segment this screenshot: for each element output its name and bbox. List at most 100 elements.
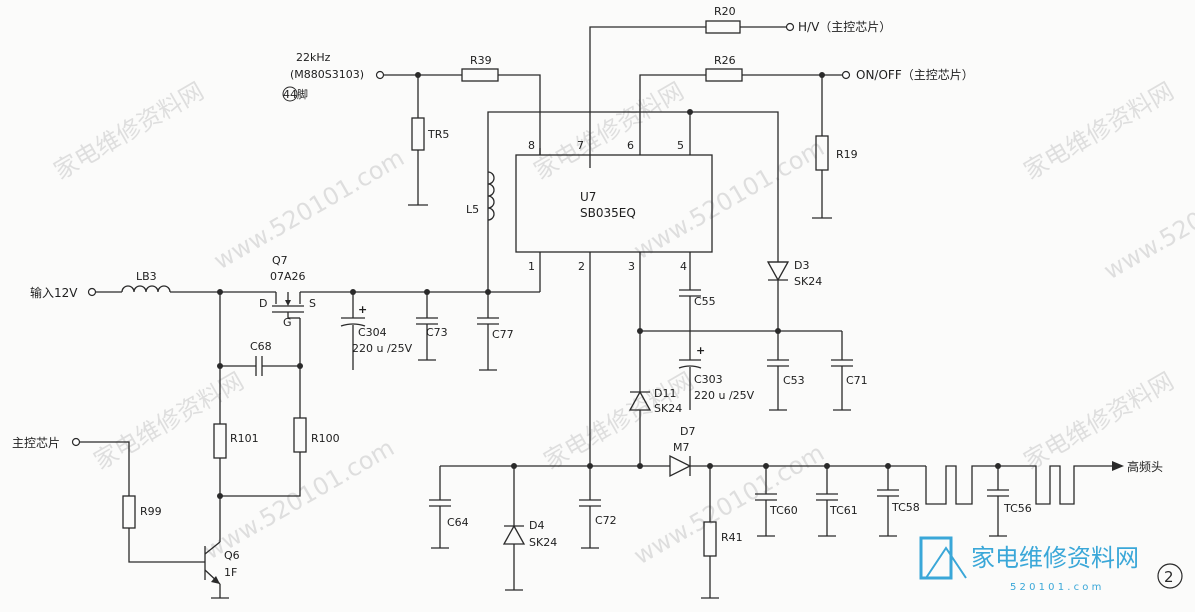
tc58-label: TC58 [891, 501, 920, 514]
svg-text:+: + [358, 303, 367, 316]
c303-value: 220 u /25V [694, 389, 755, 402]
pcb-trace-inductor [998, 465, 1112, 505]
logo-url: 5 2 0 1 0 1 . c o m [1010, 582, 1101, 593]
figure-number: 2 [1164, 568, 1174, 586]
input-net: 输入12V LB3 Q7 07A26 D S G + [30, 252, 541, 371]
onoff-label: ON/OFF（主控芯片） [856, 68, 974, 82]
watermark-text: www.520101.com [199, 434, 399, 566]
watermark-text: www.520101.com [629, 134, 829, 266]
ic-pin-1: 1 [528, 260, 535, 273]
r39-resistor [461, 68, 499, 82]
r100-resistor [293, 417, 307, 453]
d7-ref-label: D7 [680, 425, 695, 438]
q7-pin-g: G [283, 316, 292, 329]
osc-net: R39 22kHz (M880S3103) 44脚 TR5 [282, 51, 541, 206]
c73-label: C73 [426, 326, 448, 339]
main-chip-port [71, 437, 81, 447]
tc56-label: TC56 [1003, 502, 1032, 515]
watermark-text: www.520101.com [629, 439, 829, 571]
ic-pin-3: 3 [628, 260, 635, 273]
watermark-text: 家电维修资料网 [89, 367, 248, 475]
d4-ref-label: D4 [529, 519, 544, 532]
site-logo: 家电维修资料网 5 2 0 1 0 1 . c o m 2 [919, 536, 1183, 593]
svg-text:+: + [696, 344, 705, 357]
pcb-trace-inductor [925, 465, 998, 505]
c304-label: C304 [358, 326, 387, 339]
osc-src-label: (M880S3103) [290, 68, 364, 81]
r26-resistor [705, 68, 743, 82]
r99-resistor [122, 495, 136, 529]
ic-part-label: SB035EQ [580, 206, 636, 220]
d4-part-label: SK24 [529, 536, 557, 549]
r19-label: R19 [836, 148, 858, 161]
logo-text: 家电维修资料网 [971, 544, 1139, 572]
c68-label: C68 [250, 340, 272, 353]
watermark-text: 家电维修资料网 [49, 77, 208, 185]
q7-mosfet [272, 291, 540, 318]
ic-pin-4: 4 [680, 260, 687, 273]
r101-label: R101 [230, 432, 259, 445]
r41-label: R41 [721, 531, 743, 544]
r39-label: R39 [470, 54, 492, 67]
input-label: 输入12V [30, 285, 78, 300]
output-net: C64 D4 SK24 C72 D7 M7 R41 [429, 252, 1163, 599]
ic-pin-6: 6 [627, 139, 634, 152]
ic-pin-5: 5 [677, 139, 684, 152]
d7-part-label: M7 [673, 441, 690, 454]
watermark-text: 家电维修资料网 [1019, 367, 1178, 475]
hv-label: H/V（主控芯片） [798, 20, 891, 34]
pin3-net: D11 SK24 D3 SK24 C53 C71 [628, 252, 868, 466]
watermark-text: www.520101.com [1099, 154, 1195, 286]
r100-label: R100 [311, 432, 340, 445]
r101-resistor [213, 423, 227, 459]
ic-body [515, 154, 713, 253]
q7-pin-s: S [309, 297, 316, 310]
d11-ref-label: D11 [654, 387, 676, 400]
q6-ref-label: Q6 [224, 549, 240, 562]
q7-part-label: 07A26 [270, 270, 306, 283]
input-port [87, 287, 97, 297]
tc60-label: TC60 [769, 504, 798, 517]
onoff-net: R26 ON/OFF（主控芯片） R19 [639, 54, 974, 219]
hv-net: R20 H/V（主控芯片） [589, 5, 891, 168]
switch-rail: L5 [466, 109, 779, 290]
c77-label: C77 [492, 328, 514, 341]
lb3-label: LB3 [136, 270, 157, 283]
ic-u7: 8 7 6 5 1 2 3 4 U7 SB035EQ [515, 139, 713, 273]
main-chip-label: 主控芯片 [12, 436, 60, 450]
watermark-text: 家电维修资料网 [529, 77, 688, 185]
osc-port [375, 70, 385, 80]
d11-part-label: SK24 [654, 402, 682, 415]
q7-pin-d: D [259, 297, 267, 310]
onoff-port [841, 70, 851, 80]
pin4-net: C55 + C303 220 u /25V [678, 252, 755, 410]
c55-label: C55 [694, 295, 716, 308]
c64-label: C64 [447, 516, 469, 529]
c53-label: C53 [783, 374, 805, 387]
ic-pin-8: 8 [528, 139, 535, 152]
r20-resistor [705, 20, 741, 34]
lb3-inductor [121, 285, 171, 293]
bias-net: C68 R101 R100 [213, 292, 340, 542]
tc61-label: TC61 [829, 504, 858, 517]
c72-label: C72 [595, 514, 617, 527]
c304-value: 220 u /25V [352, 342, 413, 355]
osc-pin-label: 44脚 [283, 87, 308, 101]
hf-out-label: 高频头 [1127, 459, 1163, 474]
l5-label: L5 [466, 203, 479, 216]
q7-ref-label: Q7 [272, 254, 288, 267]
q6-net: 主控芯片 R99 Q6 1F [12, 436, 240, 599]
c71-label: C71 [846, 374, 868, 387]
ic-pin-2: 2 [578, 260, 585, 273]
ic-pin-7: 7 [577, 139, 584, 152]
c303-label: C303 [694, 373, 723, 386]
l5-inductor [487, 171, 495, 221]
ic-ref-label: U7 [580, 190, 596, 204]
hv-port [785, 22, 795, 32]
tr5-label: TR5 [427, 128, 449, 141]
d3-ref-label: D3 [794, 259, 809, 272]
osc-freq-label: 22kHz [296, 51, 331, 64]
r99-label: R99 [140, 505, 162, 518]
r20-label: R20 [714, 5, 736, 18]
